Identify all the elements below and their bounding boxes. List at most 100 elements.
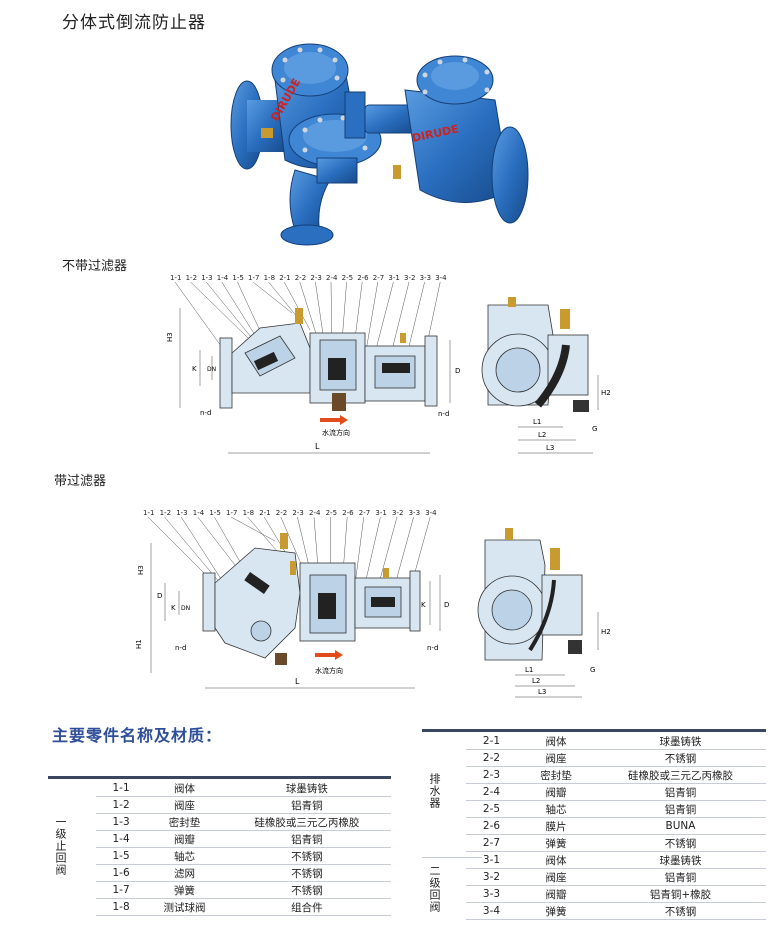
valve-product-image: DIRUDE DIRUDE <box>230 43 529 246</box>
callout-label: 2-3 <box>292 509 303 517</box>
callout-label: 1-4 <box>193 509 205 517</box>
callout-label: 3-3 <box>420 274 431 282</box>
part-material: 铝青铜 <box>595 783 766 801</box>
part-name: 阀瓣 <box>517 783 595 801</box>
part-name: 轴芯 <box>517 800 595 818</box>
dim-k: K <box>192 365 197 373</box>
callout-label: 1-3 <box>176 509 187 517</box>
part-code: 2-3 <box>466 766 517 784</box>
callout-label: 2-1 <box>259 509 270 517</box>
part-code: 2-6 <box>466 817 517 835</box>
part-name: 阀瓣 <box>517 885 595 903</box>
part-code: 2-7 <box>466 834 517 852</box>
part-name: 测试球阀 <box>146 898 223 916</box>
callout-leader <box>283 281 311 331</box>
dim-d-right-b: D <box>444 601 449 609</box>
callout-label: 1-1 <box>170 274 181 282</box>
part-material: 铝青铜 <box>222 830 391 848</box>
callout-label: 1-7 <box>226 509 237 517</box>
part-name: 阀座 <box>146 796 223 814</box>
part-material: 铝青铜 <box>595 800 766 818</box>
callout-label: 1-3 <box>201 274 212 282</box>
part-material: 不锈钢 <box>595 834 766 852</box>
callout-label: 1-2 <box>186 274 197 282</box>
callout-leader <box>190 281 249 339</box>
flow-arrow-icon-b <box>315 650 343 660</box>
callout-label: 2-1 <box>279 274 290 282</box>
dim-l: L <box>315 442 320 451</box>
callout-leader <box>230 516 276 542</box>
page-title: 分体式倒流防止器 <box>62 13 206 33</box>
dim-dn: DN <box>207 366 216 373</box>
dim-dn-b: DN <box>181 605 190 612</box>
section-label-no-filter: 不带过滤器 <box>62 259 128 274</box>
part-name: 膜片 <box>517 817 595 835</box>
dim-l-b: L <box>295 677 300 686</box>
part-code: 1-6 <box>96 864 147 882</box>
part-name: 阀体 <box>517 733 595 750</box>
callout-label: 1-2 <box>160 509 171 517</box>
part-name: 阀体 <box>146 780 223 797</box>
part-name: 轴芯 <box>146 847 223 865</box>
part-material: 不锈钢 <box>222 864 391 882</box>
dim-h3: H3 <box>166 332 174 342</box>
group-label-second-check: 二级回阀 <box>428 865 441 913</box>
callout-label: 2-5 <box>342 274 353 282</box>
dim-h3-b: H3 <box>137 565 145 575</box>
part-material: 球墨铸铁 <box>222 780 391 797</box>
callout-label: 2-7 <box>359 509 370 517</box>
group-label-drain: 排水器 <box>428 773 441 809</box>
dim-nd-left-b: n-d <box>175 644 186 652</box>
parts-heading: 主要零件名称及材质： <box>52 726 223 745</box>
side-dim-l3: L3 <box>546 444 554 452</box>
part-name: 阀体 <box>517 851 595 869</box>
part-material: 铝青铜 <box>222 796 391 814</box>
callout-label: 2-6 <box>357 274 369 282</box>
part-name: 阀瓣 <box>146 830 223 848</box>
left-table-top-rule <box>48 776 391 779</box>
section-label-with-filter: 带过滤器 <box>54 474 107 489</box>
callout-label: 2-2 <box>295 274 306 282</box>
callout-label: 3-1 <box>375 509 386 517</box>
part-material: 不锈钢 <box>222 881 391 899</box>
part-code: 2-5 <box>466 800 517 818</box>
dim-d: D <box>455 367 460 375</box>
callout-label: 2-5 <box>326 509 337 517</box>
part-name: 弹簧 <box>146 881 223 899</box>
side-dim-l2-b: L2 <box>532 677 540 685</box>
callout-leader <box>147 516 210 579</box>
callout-label: 2-3 <box>310 274 321 282</box>
flow-label: 水流方向 <box>322 428 350 437</box>
callout-leader <box>299 281 319 341</box>
part-code: 1-8 <box>96 898 147 916</box>
callout-label: 2-4 <box>326 274 338 282</box>
callout-label: 1-8 <box>243 509 254 517</box>
dim-nd-right: n-d <box>438 410 449 418</box>
callout-label: 2-2 <box>276 509 287 517</box>
callout-label: 3-1 <box>388 274 399 282</box>
part-name: 滤网 <box>146 864 223 882</box>
part-code: 2-2 <box>466 749 517 767</box>
part-material: 不锈钢 <box>595 749 766 767</box>
dim-nd-left: n-d <box>200 409 211 417</box>
callout-label: 1-7 <box>248 274 259 282</box>
callout-label: 1-4 <box>217 274 229 282</box>
callout-label: 2-4 <box>309 509 321 517</box>
part-name: 弹簧 <box>517 902 595 920</box>
part-code: 3-1 <box>466 851 517 869</box>
